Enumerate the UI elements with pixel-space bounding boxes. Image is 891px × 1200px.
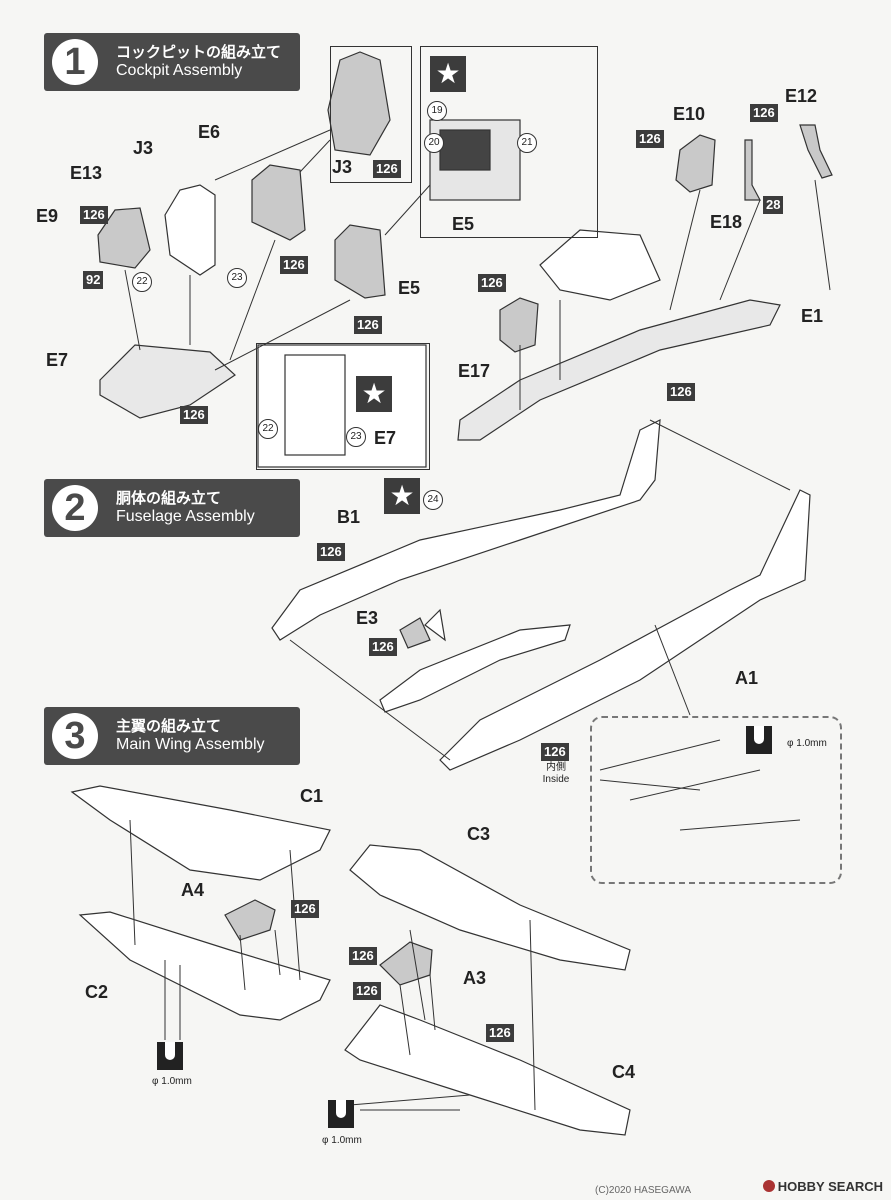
section-header-fuselage: 2 胴体の組み立て Fuselage Assembly xyxy=(44,479,300,537)
paint-code-badge: 126 xyxy=(180,406,208,424)
part-label-a3: A3 xyxy=(463,968,487,988)
part-label-c2: C2 xyxy=(85,982,109,1002)
paint-code-badge: 126 xyxy=(667,383,695,401)
part-label-j3: J3 xyxy=(133,138,154,158)
paint-code-badge: 126 xyxy=(541,743,569,761)
copyright-note: (C)2020 HASEGAWA xyxy=(595,1185,691,1196)
decal-star-icon: ★ xyxy=(430,56,466,92)
part-label-e3: E3 xyxy=(356,608,379,628)
part-label-e7: E7 xyxy=(374,428,397,448)
watermark-logo: HOBBY SEARCH xyxy=(762,1179,883,1194)
section-title-jp: コックピットの組み立て xyxy=(116,44,282,61)
paint-code-badge: 126 xyxy=(280,256,308,274)
drill-size-label: φ 1.0mm xyxy=(322,1135,362,1146)
paint-code-badge: 126 xyxy=(354,316,382,334)
paint-code-badge: 126 xyxy=(750,104,778,122)
part-label-c1: C1 xyxy=(300,786,324,806)
decal-number: 22 xyxy=(258,419,278,439)
paint-code-badge: 126 xyxy=(80,206,108,224)
part-label-c3: C3 xyxy=(467,824,491,844)
part-label-e9: E9 xyxy=(36,206,59,226)
section-title-en: Main Wing Assembly xyxy=(116,736,265,753)
j3-detail-box xyxy=(330,46,412,183)
drill-bit-icon xyxy=(157,1042,183,1070)
part-label-e6: E6 xyxy=(198,122,221,142)
part-label-a4: A4 xyxy=(181,880,205,900)
part-label-c4: C4 xyxy=(612,1062,636,1082)
decal-number: 21 xyxy=(517,133,537,153)
paint-code-badge: 126 xyxy=(636,130,664,148)
decal-number: 23 xyxy=(227,268,247,288)
drill-bit-icon xyxy=(746,726,772,754)
paint-code-badge: 126 xyxy=(317,543,345,561)
paint-code-badge: 126 xyxy=(486,1024,514,1042)
section-header-main-wing: 3 主翼の組み立て Main Wing Assembly xyxy=(44,707,300,765)
drill-size-label: φ 1.0mm xyxy=(787,738,827,749)
part-label-b1: B1 xyxy=(337,507,361,527)
watermark-dot-icon xyxy=(762,1180,775,1192)
drill-bit-icon xyxy=(328,1100,354,1128)
section-title-jp: 胴体の組み立て xyxy=(116,490,222,507)
section-number: 2 xyxy=(52,485,98,531)
paint-code-badge: 126 xyxy=(349,947,377,965)
paint-code-badge: 126 xyxy=(478,274,506,292)
section-number: 3 xyxy=(52,713,98,759)
section-title-jp: 主翼の組み立て xyxy=(116,718,222,735)
part-label-e7: E7 xyxy=(46,350,69,370)
part-label-e12: E12 xyxy=(785,86,818,106)
paint-code-badge: 92 xyxy=(83,271,104,289)
drill-size-label: φ 1.0mm xyxy=(152,1076,192,1087)
decal-number: 20 xyxy=(424,133,444,153)
section-title-en: Cockpit Assembly xyxy=(116,62,243,79)
decal-number: 22 xyxy=(132,272,152,292)
paint-code-badge: 28 xyxy=(763,196,784,214)
section-title-en: Fuselage Assembly xyxy=(116,508,255,525)
part-label-e17: E17 xyxy=(458,361,491,381)
section-number: 1 xyxy=(52,39,98,85)
e5-decal-detail-box xyxy=(420,46,598,238)
decal-number: 19 xyxy=(427,101,447,121)
part-label-e18: E18 xyxy=(710,212,743,232)
part-label-e13: E13 xyxy=(70,163,103,183)
drill-detail-box xyxy=(590,716,842,884)
inside-note-en: Inside xyxy=(542,774,570,785)
part-label-j3: J3 xyxy=(332,157,353,177)
inside-note-jp: 内側 xyxy=(546,762,566,773)
part-label-e1: E1 xyxy=(801,306,824,326)
part-label-e5: E5 xyxy=(452,214,475,234)
part-label-e10: E10 xyxy=(673,104,706,124)
e7-decal-detail-box xyxy=(256,343,430,470)
part-label-e5: E5 xyxy=(398,278,421,298)
paint-code-badge: 126 xyxy=(353,982,381,1000)
decal-star-icon: ★ xyxy=(356,376,392,412)
paint-code-badge: 126 xyxy=(369,638,397,656)
part-label-a1: A1 xyxy=(735,668,759,688)
paint-code-badge: 126 xyxy=(291,900,319,918)
section-header-cockpit: 1 コックピットの組み立て Cockpit Assembly xyxy=(44,33,300,91)
inside-note: 内側 Inside xyxy=(534,762,578,786)
decal-star-icon: ★ xyxy=(384,478,420,514)
decal-number: 23 xyxy=(346,427,366,447)
watermark-text: HOBBY SEARCH xyxy=(777,1179,883,1194)
paint-code-badge: 126 xyxy=(373,160,401,178)
decal-number: 24 xyxy=(423,490,443,510)
